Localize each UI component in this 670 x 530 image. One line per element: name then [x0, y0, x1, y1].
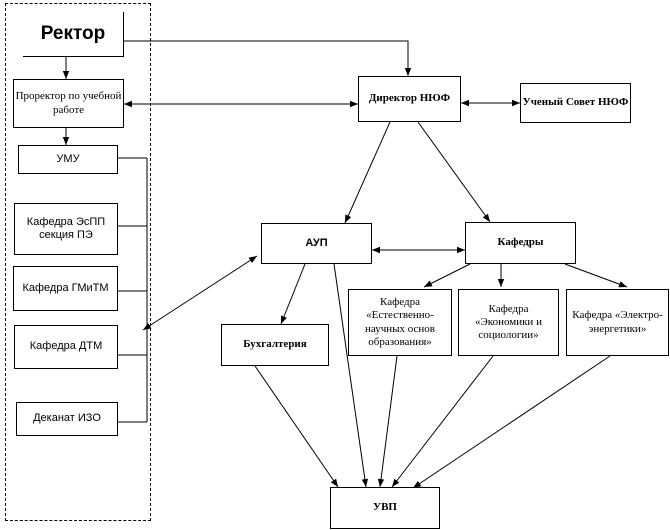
- node-prorector: Проректор по учебной работе: [13, 79, 124, 128]
- node-uvp: УВП: [330, 487, 440, 529]
- edge-director-kafedry: [417, 121, 491, 223]
- edge-buh-uvp: [254, 365, 339, 488]
- edge-kafedry-estnauch: [423, 263, 471, 288]
- edge-rector-director: [124, 40, 412, 76]
- node-aup: АУП: [261, 223, 372, 264]
- node-kafedry: Кафедры: [465, 222, 576, 264]
- node-director: Директор НЮФ: [358, 76, 461, 122]
- node-umu: УМУ: [18, 145, 118, 174]
- edge-econ-uvp: [391, 355, 494, 488]
- left-group-bracket: [118, 157, 148, 423]
- node-kafedra-econ: Кафедра «Экономики и социологии»: [458, 289, 559, 356]
- edge-director-aup: [344, 121, 391, 224]
- edge-aup-buh: [280, 263, 306, 325]
- edge-aup-uvp: [333, 263, 369, 488]
- node-kafedra-estnauch: Кафедра «Естественно-научных основ образ…: [348, 289, 452, 356]
- node-dekanat: Деканат ИЗО: [16, 402, 118, 436]
- node-buhgalteria: Бухгалтерия: [221, 324, 329, 366]
- node-kafedra-espp: Кафедра ЭсПП секция ПЭ: [14, 203, 118, 255]
- edge-aup-leftgroup: [142, 255, 258, 331]
- edge-electro-uvp: [412, 355, 611, 489]
- left-group-frame: [5, 3, 151, 521]
- edge-kafedry-electro: [564, 263, 628, 288]
- node-council: Ученый Совет НЮФ: [520, 83, 631, 123]
- node-kafedra-gmitm: Кафедра ГМиТМ: [13, 266, 118, 311]
- node-kafedra-dtm: Кафедра ДТМ: [14, 325, 118, 369]
- node-kafedra-electro: Кафедра «Электро-энергетики»: [566, 289, 669, 356]
- node-rector: Ректор: [23, 12, 124, 57]
- edge-estnauch-uvp: [377, 355, 398, 488]
